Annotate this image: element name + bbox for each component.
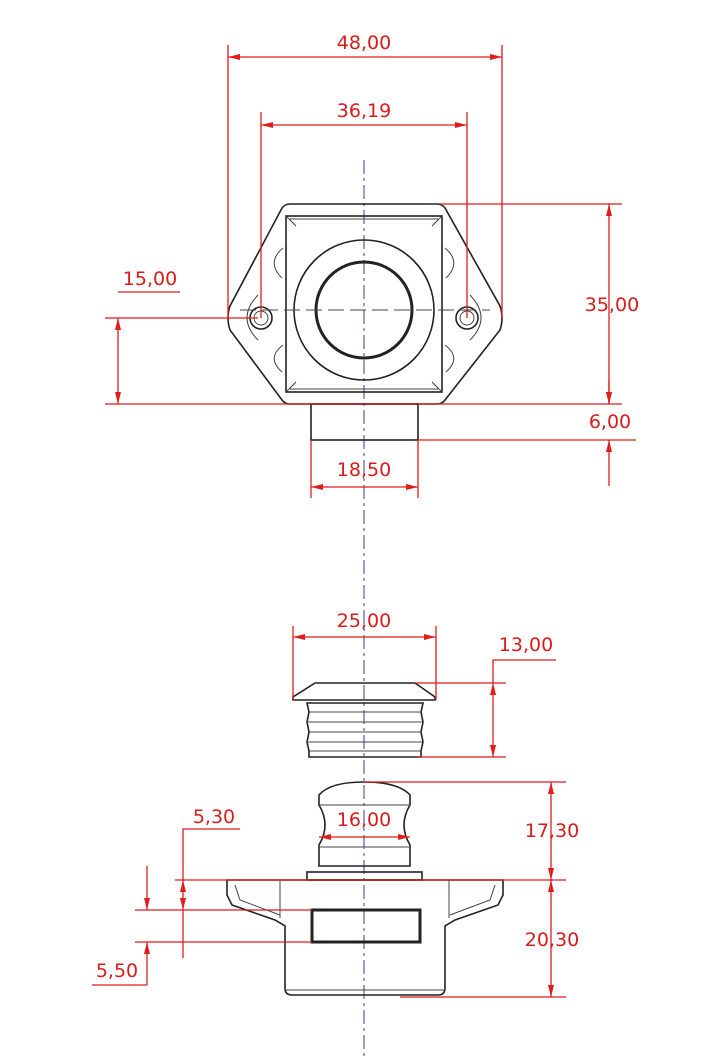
dimension-cap-diameter: 25,00 (292, 610, 437, 700)
top-view-part (227, 203, 503, 441)
dimension-label: 20,30 (525, 929, 579, 951)
dimension-overall-width: 48,00 (227, 32, 503, 318)
dimension-label: 13,00 (499, 634, 553, 656)
dimension-overall-height: 35,00 (105, 203, 639, 405)
dimension-label: 17,30 (525, 820, 579, 842)
dimension-label: 5,30 (193, 806, 235, 828)
dimension-label: 18,50 (337, 459, 391, 481)
dimension-slot-offset: 5,30 (135, 806, 312, 958)
dimension-slot-height: 5,50 (92, 866, 312, 986)
dimension-label: 36,19 (337, 100, 391, 122)
dimension-stem-depth: 6,00 (418, 380, 636, 486)
dimension-label: 35,00 (585, 294, 639, 316)
dimension-label: 16,00 (337, 809, 391, 831)
dimension-cap-height: 13,00 (415, 634, 556, 758)
dimension-label: 5,50 (96, 960, 138, 982)
dimension-label: 48,00 (337, 32, 391, 54)
dimension-button-height: 17,30 (175, 781, 579, 881)
dimension-button-diameter: 16,00 (319, 809, 410, 840)
dimension-hole-height: 15,00 (105, 268, 258, 404)
dimension-label: 15,00 (123, 268, 177, 290)
dimension-stem-width: 18,50 (310, 440, 419, 498)
dimension-hole-spacing: 36,19 (260, 100, 468, 318)
dimension-label: 25,00 (337, 610, 391, 632)
dimension-housing-height: 20,30 (400, 880, 579, 998)
housing-part (226, 879, 504, 996)
dimension-label: 6,00 (589, 411, 631, 433)
